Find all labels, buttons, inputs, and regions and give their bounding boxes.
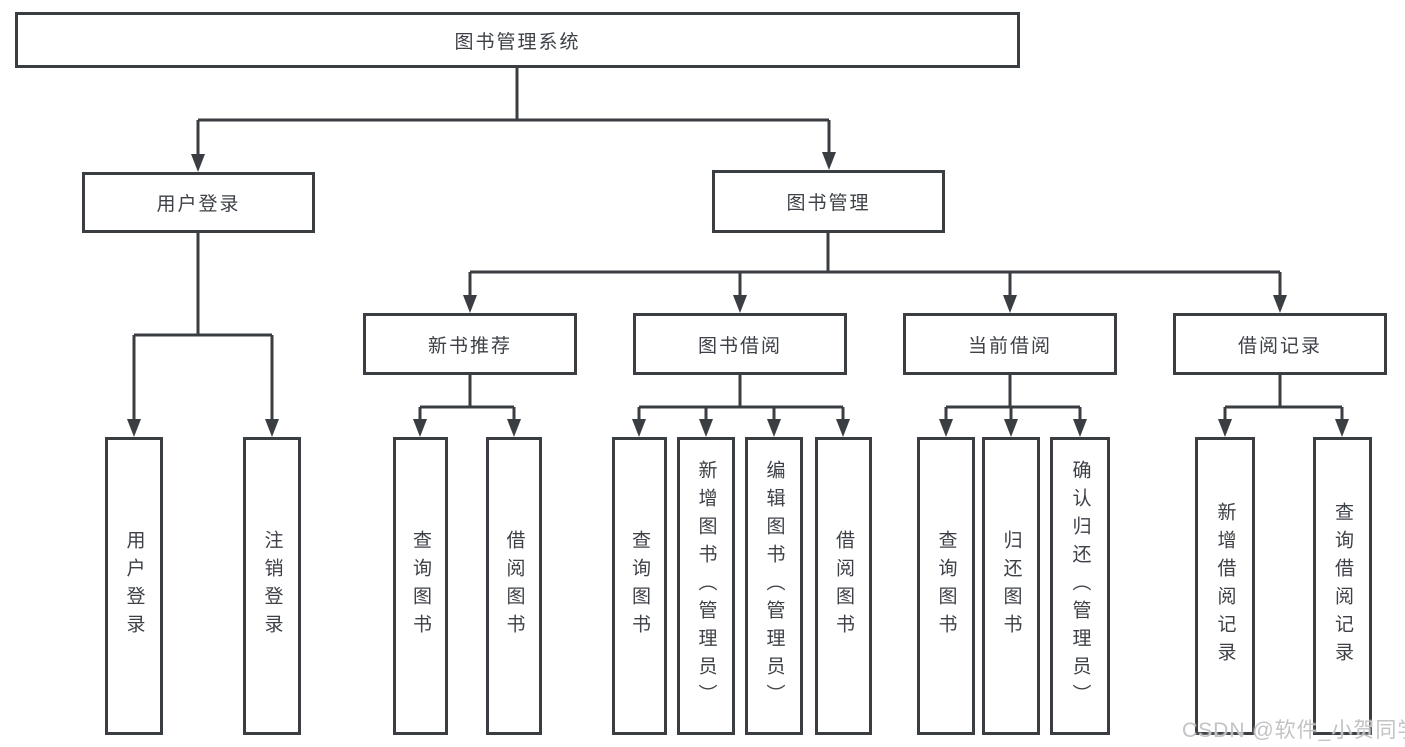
- node-user-login: 用户登录: [82, 172, 315, 233]
- arrowhead-icon: [127, 419, 141, 437]
- leaf-label: 注销登录: [261, 530, 283, 642]
- node-borrow-records: 借阅记录: [1173, 313, 1387, 375]
- arrowhead-icon: [1003, 295, 1017, 313]
- leaf-label: 确认归还（管理员）: [1069, 460, 1091, 712]
- leaf-return-book: 归还图书: [982, 437, 1040, 735]
- arrowhead-icon: [699, 419, 713, 437]
- leaf-confirm-return-admin: 确认归还（管理员）: [1050, 437, 1110, 735]
- leaf-label: 新增借阅记录: [1214, 502, 1236, 670]
- node-root-system: 图书管理系统: [15, 12, 1020, 68]
- arrowhead-icon: [1273, 295, 1287, 313]
- leaf-label: 归还图书: [1000, 530, 1022, 642]
- leaf-logout: 注销登录: [243, 437, 301, 735]
- leaf-edit-book-admin: 编辑图书（管理员）: [745, 437, 803, 735]
- csdn-watermark: CSDN @软件_小贺同学: [1182, 719, 1405, 742]
- arrowhead-icon: [507, 419, 521, 437]
- arrowhead-icon: [265, 419, 279, 437]
- arrowhead-icon: [1218, 419, 1232, 437]
- arrowhead-icon: [1004, 419, 1018, 437]
- node-book-management: 图书管理: [712, 170, 945, 233]
- node-book-borrow: 图书借阅: [633, 313, 847, 375]
- leaf-user-login: 用户登录: [105, 437, 163, 735]
- arrowhead-icon: [767, 419, 781, 437]
- leaf-label: 借阅图书: [503, 530, 525, 642]
- leaf-label: 查询借阅记录: [1332, 502, 1353, 670]
- leaf-label: 查询图书: [410, 530, 431, 642]
- leaf-borrow-books-1: 借阅图书: [486, 437, 542, 735]
- arrowhead-icon: [191, 154, 205, 172]
- leaf-add-borrow-record: 新增借阅记录: [1195, 437, 1255, 735]
- leaf-label: 新增图书（管理员）: [695, 460, 717, 712]
- arrowhead-icon: [836, 419, 850, 437]
- arrowhead-icon: [463, 295, 477, 313]
- leaf-label: 用户登录: [123, 530, 145, 642]
- leaf-label: 编辑图书（管理员）: [763, 460, 785, 712]
- arrowhead-icon: [733, 295, 747, 313]
- arrowhead-icon: [939, 419, 953, 437]
- arrowhead-icon: [1335, 419, 1349, 437]
- node-current-borrow: 当前借阅: [903, 313, 1117, 375]
- leaf-query-borrow-record: 查询借阅记录: [1313, 437, 1372, 735]
- arrowhead-icon: [632, 419, 646, 437]
- leaf-query-books-2: 查询图书: [612, 437, 667, 735]
- leaf-borrow-books-2: 借阅图书: [815, 437, 872, 735]
- leaf-label: 借阅图书: [833, 530, 854, 642]
- leaf-query-books-3: 查询图书: [917, 437, 975, 735]
- arrowhead-icon: [1073, 419, 1087, 437]
- node-new-book-recommend: 新书推荐: [363, 313, 577, 375]
- arrowhead-icon: [413, 419, 427, 437]
- leaf-add-book-admin: 新增图书（管理员）: [677, 437, 735, 735]
- leaf-query-books-1: 查询图书: [393, 437, 448, 735]
- leaf-label: 查询图书: [935, 530, 957, 642]
- leaf-label: 查询图书: [629, 530, 650, 642]
- arrowhead-icon: [822, 152, 836, 170]
